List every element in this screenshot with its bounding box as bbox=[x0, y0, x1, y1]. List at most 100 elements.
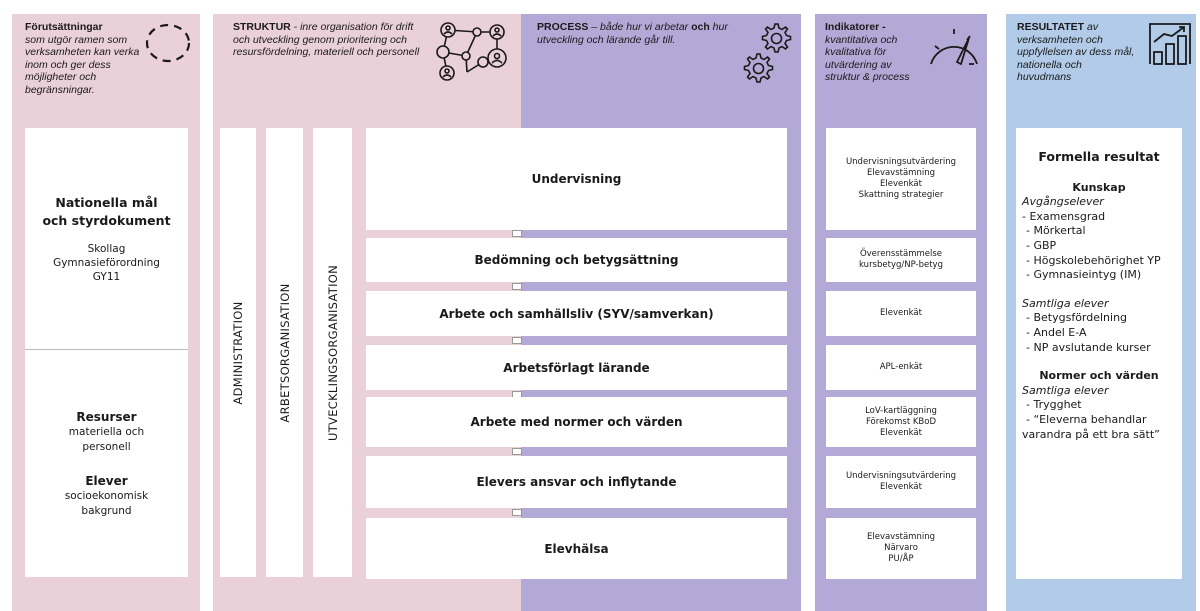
administration-box: ADMINISTRATION bbox=[220, 128, 256, 577]
elever-title: Elever bbox=[85, 473, 128, 488]
process-item-label: Bedömning och betygsättning bbox=[474, 253, 679, 267]
indicator-box-6: Undervisningsutvärdering Elevenkät bbox=[826, 456, 976, 508]
struktur-header-description: - inre organisation för drift och utveck… bbox=[233, 21, 420, 58]
resurser-title: Resurser bbox=[76, 409, 137, 424]
gy11-line: GY11 bbox=[92, 270, 121, 283]
forutsattningar-header: Förutsättningar som utgör ramen som verk… bbox=[25, 21, 150, 96]
formella-resultat-title: Formella resultat bbox=[1038, 149, 1160, 164]
process-item-label: Arbete med normer och värden bbox=[470, 415, 683, 429]
process-connector bbox=[512, 448, 522, 455]
process-header-description-2: hur utveckling och lärande går till. bbox=[537, 21, 728, 46]
process-connector bbox=[512, 337, 522, 344]
indicator-line: Överensstämmelse bbox=[859, 249, 943, 259]
process-connector bbox=[512, 283, 522, 290]
process-item-undervisning: Undervisning bbox=[366, 128, 787, 230]
indicator-box-3: Elevenkät bbox=[826, 291, 976, 336]
result-item: - “Eleverna behandlar bbox=[1026, 412, 1147, 426]
result-item: - Andel E-A bbox=[1026, 325, 1087, 339]
nationella-mal-box: Nationella mål och styrdokument Skollag … bbox=[25, 128, 188, 349]
resurser-sub-1: materiella och bbox=[68, 425, 145, 438]
process-item-bedomning: Bedömning och betygsättning bbox=[366, 238, 787, 282]
indicator-line: Förekomst KBoD bbox=[865, 416, 937, 427]
indicator-line: Närvaro bbox=[884, 543, 918, 553]
indicator-line: Skattning strategier bbox=[858, 190, 944, 200]
utvecklingsorganisation-box: UTVECKLINGSORGANISATION bbox=[313, 128, 352, 577]
resultatet-header-description: av verksamheten och uppfyllelsen av dess… bbox=[1017, 21, 1135, 83]
process-header-title: PROCESS bbox=[537, 21, 589, 33]
indicator-line: PU/ÅP bbox=[888, 554, 914, 564]
process-item-arbete-samhallsliv: Arbete och samhällsliv (SYV/samverkan) bbox=[366, 291, 787, 336]
samtliga-elever-heading-2: Samtliga elever bbox=[1022, 383, 1109, 397]
forutsattningar-header-title: Förutsättningar bbox=[25, 21, 103, 33]
process-header: PROCESS – både hur vi arbetar och hur ut… bbox=[537, 21, 732, 46]
network-people-icon bbox=[436, 22, 507, 81]
avgangselever-heading: Avgångselever bbox=[1022, 195, 1104, 209]
indicator-line: Elevenkät bbox=[880, 427, 922, 438]
indicator-box-2: Överensstämmelse kursbetyg/NP-betyg bbox=[826, 238, 976, 282]
process-connector bbox=[512, 230, 522, 237]
resurser-sub-2: personell bbox=[82, 440, 131, 453]
dashed-circle-icon bbox=[145, 23, 191, 63]
bar-chart-icon bbox=[1149, 23, 1191, 65]
elever-sub-2: bakgrund bbox=[81, 504, 132, 517]
indicator-line: Undervisningsutvärdering bbox=[845, 471, 957, 481]
indicator-box-5: LoV-kartläggning Förekomst KBoD Elevenkä… bbox=[826, 397, 976, 447]
elever-sub-1: socioekonomisk bbox=[64, 489, 149, 502]
arbetsorganisation-label: ARBETSORGANISATION bbox=[277, 282, 292, 423]
administration-label: ADMINISTRATION bbox=[231, 300, 245, 405]
forutsattningar-divider bbox=[25, 349, 188, 350]
nationella-mal-title: Nationella mål och styrdokument bbox=[42, 194, 171, 228]
samtliga-elever-heading: Samtliga elever bbox=[1022, 296, 1109, 310]
indikatorer-header: Indikatorer - kvantitativa och kvalitati… bbox=[825, 21, 927, 84]
indicator-line: Elevavstämning bbox=[866, 168, 935, 178]
indicator-line: LoV-kartläggning bbox=[865, 405, 937, 416]
gymnasieforordning-line: Gymnasieförordning bbox=[53, 256, 160, 269]
result-item: - Examensgrad bbox=[1022, 209, 1106, 223]
indicator-box-7: Elevavstämning Närvaro PU/ÅP bbox=[826, 518, 976, 579]
result-item: - Gymnasieintyg (IM) bbox=[1026, 268, 1142, 282]
result-item: - Mörkertal bbox=[1026, 224, 1086, 238]
kunskap-heading: Kunskap bbox=[1072, 180, 1126, 194]
result-item: - Trygghet bbox=[1026, 398, 1082, 412]
process-item-label: Elevhälsa bbox=[544, 541, 609, 556]
indicator-box-1: Undervisningsutvärdering Elevavstämning … bbox=[826, 128, 976, 230]
forutsattningar-header-description: som utgör ramen som verksamheten kan ver… bbox=[25, 33, 140, 96]
indicator-line: Elevavstämning bbox=[866, 532, 935, 542]
resultatet-header-title: RESULTATET bbox=[1017, 21, 1085, 33]
resurser-elever-box: Resurser materiella och personell Elever… bbox=[25, 350, 188, 577]
process-connector bbox=[512, 509, 522, 516]
skollag-line: Skollag bbox=[87, 242, 126, 255]
result-item: - Högskolebehörighet YP bbox=[1026, 253, 1161, 267]
process-item-elevhalsa: Elevhälsa bbox=[366, 518, 787, 579]
struktur-header: STRUKTUR - inre organisation för drift o… bbox=[233, 21, 433, 59]
arbetsorganisation-box: ARBETSORGANISATION bbox=[266, 128, 303, 577]
result-item: - NP avslutande kurser bbox=[1026, 340, 1151, 354]
speedometer-icon bbox=[930, 29, 978, 66]
process-item-label: Arbetsförlagt lärande bbox=[503, 360, 650, 375]
indicator-line: Elevenkät bbox=[880, 482, 922, 492]
indicator-line: Undervisningsutvärdering bbox=[845, 157, 957, 167]
indicator-box-4: APL-enkät bbox=[826, 345, 976, 390]
indicator-line: Elevenkät bbox=[880, 308, 922, 318]
process-item-normer-varden: Arbete med normer och värden bbox=[366, 397, 787, 447]
indicator-line: APL-enkät bbox=[879, 362, 923, 372]
indikatorer-header-title: Indikatorer - bbox=[825, 21, 886, 33]
result-item: - GBP bbox=[1026, 238, 1057, 252]
indicator-line: kursbetyg/NP-betyg bbox=[859, 260, 943, 270]
gears-icon bbox=[743, 23, 792, 83]
result-item: varandra på ett bra sätt” bbox=[1022, 427, 1160, 441]
process-item-label: Arbete och samhällsliv (SYV/samverkan) bbox=[439, 306, 714, 321]
result-item: - Betygsfördelning bbox=[1026, 311, 1128, 325]
process-item-label: Elevers ansvar och inflytande bbox=[476, 475, 677, 489]
normer-varden-heading: Normer och värden bbox=[1039, 369, 1159, 383]
resultatet-header: RESULTATET av verksamheten och uppfyllel… bbox=[1017, 21, 1137, 84]
process-header-och: och bbox=[691, 21, 710, 33]
indicator-line: Elevenkät bbox=[880, 179, 922, 189]
process-header-description-1: – både hur vi arbetar bbox=[588, 21, 692, 33]
process-item-label: Undervisning bbox=[531, 172, 622, 186]
indikatorer-header-description: kvantitativa och kvalitativa för utvärde… bbox=[825, 33, 910, 84]
resultat-box: Formella resultat Kunskap Avgångselever … bbox=[1016, 128, 1182, 579]
utvecklingsorganisation-label: UTVECKLINGSORGANISATION bbox=[325, 264, 340, 441]
struktur-header-title: STRUKTUR bbox=[233, 21, 291, 33]
process-item-elevers-ansvar: Elevers ansvar och inflytande bbox=[366, 456, 787, 508]
